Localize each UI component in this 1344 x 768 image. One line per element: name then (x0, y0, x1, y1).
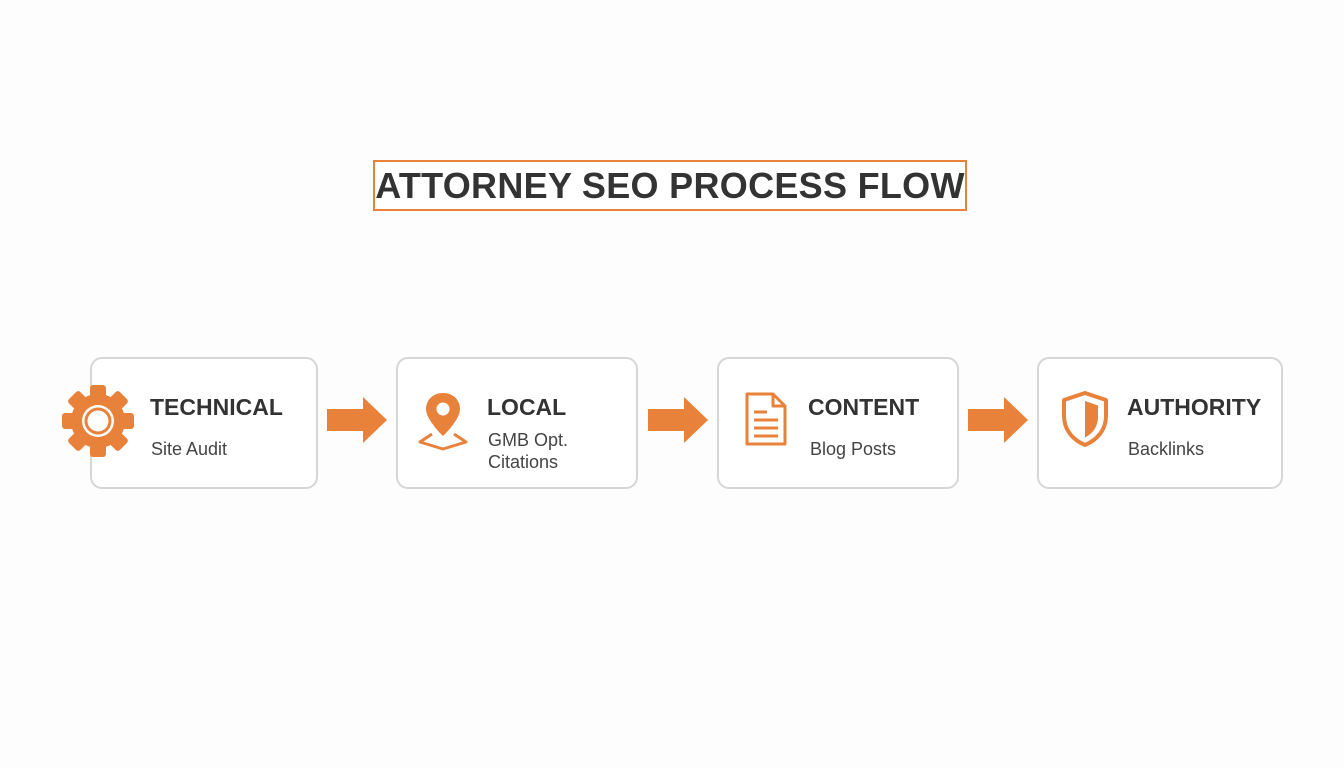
step-title: CONTENT (808, 394, 920, 420)
shield-icon (1062, 391, 1108, 447)
step-title: TECHNICAL (150, 394, 283, 420)
step-title: AUTHORITY (1127, 394, 1262, 420)
step-detail: Citations (488, 452, 559, 472)
title-box: ATTORNEY SEO PROCESS FLOW (373, 160, 967, 211)
step-detail: Site Audit (151, 439, 228, 459)
document-icon (745, 392, 787, 446)
arrow-icon (648, 397, 708, 443)
step-detail: Backlinks (1128, 439, 1205, 459)
page-title: ATTORNEY SEO PROCESS FLOW (375, 164, 965, 206)
step-card-authority: AUTHORITY Backlinks (1037, 357, 1283, 489)
arrow-icon (327, 397, 387, 443)
step-card-content: CONTENT Blog Posts (717, 357, 959, 489)
step-detail: Blog Posts (810, 439, 897, 459)
map-pin-icon (418, 393, 468, 451)
arrow-icon (968, 397, 1028, 443)
gear-icon (62, 385, 134, 457)
step-detail: GMB Opt. (488, 430, 569, 450)
step-title: LOCAL (487, 394, 567, 420)
